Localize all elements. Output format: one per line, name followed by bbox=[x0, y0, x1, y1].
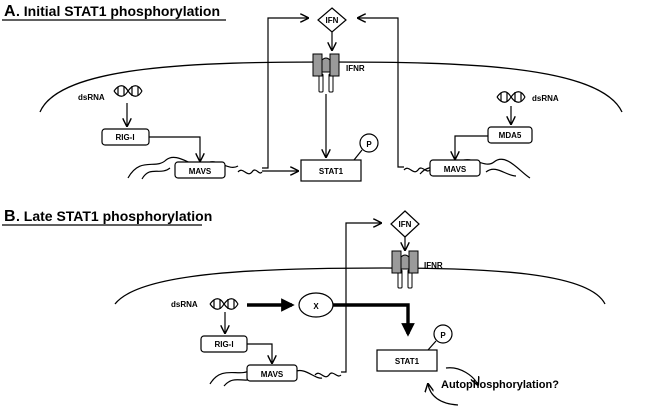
x-to-stat1-arrow-b bbox=[333, 303, 415, 337]
mavs-label-b: MAVS bbox=[261, 370, 284, 379]
stat1-box-b bbox=[376, 349, 438, 372]
phospho-circle-b bbox=[433, 324, 453, 344]
mavs-box-left-a bbox=[174, 161, 226, 179]
mavs-box-b bbox=[246, 364, 298, 382]
mitochondrion-right-inner-a bbox=[485, 168, 517, 177]
cell-membrane-b bbox=[114, 267, 606, 305]
mavs-anchor-b bbox=[314, 372, 342, 378]
mavs-box-right-a bbox=[429, 159, 481, 177]
autophos-arrow-bottom-b bbox=[428, 384, 459, 406]
ifnr-label-b: IFNR bbox=[424, 261, 443, 270]
ifn-label-a: IFN bbox=[326, 16, 339, 25]
mavs-to-ifn-arrow-left-a bbox=[262, 18, 308, 169]
rigi-label-a: RIG-I bbox=[115, 133, 134, 142]
panel-a-letter: A bbox=[4, 3, 16, 20]
rigi-label-b: RIG-I bbox=[214, 340, 233, 349]
ifnr-label-a: IFNR bbox=[346, 64, 365, 73]
autophos-label-b: Autophosphorylation? bbox=[441, 379, 559, 391]
dsrna-helix-b bbox=[209, 298, 239, 310]
phospho-link-b bbox=[427, 340, 437, 351]
ifnr-receptor-b bbox=[391, 250, 419, 289]
panel-b-letter: B bbox=[4, 208, 16, 225]
mda5-label-a: MDA5 bbox=[499, 131, 522, 140]
mavs-label-right-a: MAVS bbox=[444, 165, 467, 174]
dsrna-label-right-a: dsRNA bbox=[532, 94, 559, 103]
mavs-anchor-left-a bbox=[237, 169, 263, 175]
stat1-label-a: STAT1 bbox=[319, 167, 344, 176]
phospho-link-a bbox=[353, 149, 363, 161]
x-label-b: X bbox=[313, 302, 319, 311]
mavs-anchor-right-a bbox=[403, 167, 431, 173]
ifn-label-b: IFN bbox=[399, 220, 412, 229]
panel-b: B . Late STAT1 phosphorylation IFN IFNR … bbox=[2, 208, 606, 406]
phospho-label-b: P bbox=[440, 331, 446, 340]
mitochondrion-left-inner-a bbox=[141, 167, 171, 180]
mavs-label-left-a: MAVS bbox=[189, 167, 212, 176]
panel-b-title: . Late STAT1 phosphorylation bbox=[16, 208, 212, 224]
rigi-to-mavs-arrow-a bbox=[149, 136, 200, 161]
phospho-label-a: P bbox=[366, 140, 372, 149]
mavs-to-ifn-arrow-b bbox=[341, 223, 381, 373]
dsrna-helix-left-a bbox=[113, 85, 143, 97]
panel-a: A . Initial STAT1 phosphorylation IFN IF… bbox=[2, 3, 623, 182]
dsrna-label-b: dsRNA bbox=[171, 300, 198, 309]
dsrna-label-left-a: dsRNA bbox=[78, 93, 105, 102]
mda5-to-mavs-arrow-a bbox=[455, 135, 488, 159]
stat1-label-b: STAT1 bbox=[395, 357, 420, 366]
dsrna-helix-right-a bbox=[496, 91, 526, 103]
phospho-circle-a bbox=[359, 133, 379, 153]
mavs-to-ifn-arrow-right-a bbox=[358, 18, 404, 168]
stat1-box-a bbox=[300, 159, 362, 182]
mda5-box-a bbox=[487, 126, 533, 144]
rigi-to-mavs-arrow-b bbox=[247, 343, 272, 363]
panel-a-title: . Initial STAT1 phosphorylation bbox=[16, 3, 220, 19]
autophos-arrow-top-b bbox=[445, 367, 478, 385]
ifnr-receptor-a bbox=[312, 53, 340, 93]
